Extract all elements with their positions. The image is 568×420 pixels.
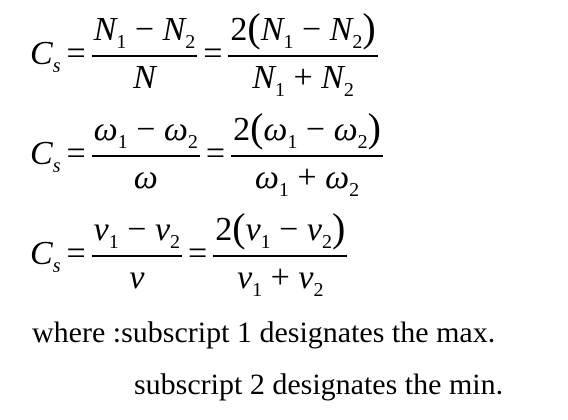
equals-sign: = — [66, 135, 86, 172]
fraction-bar — [231, 154, 383, 157]
denominator: v1 + v2 — [237, 258, 324, 301]
equals-sign: = — [205, 135, 226, 172]
lhs-var: C — [30, 35, 53, 72]
equals-sign: = — [66, 235, 86, 272]
numerator: ω1 − ω2 — [93, 111, 198, 153]
fraction-bar — [91, 155, 200, 157]
fraction-2: 2(v1 − v2) v1 + v2 — [213, 204, 348, 301]
note-min: subscript 2 designates the min. — [134, 368, 504, 401]
numerator: 2(v1 − v2) — [215, 204, 346, 253]
fraction-1: ω1 − ω2 ω — [91, 111, 200, 197]
fraction-1: N1 − N2 N — [91, 11, 198, 97]
lhs-var: C — [30, 135, 53, 172]
denominator: N1 + N2 — [252, 58, 354, 101]
lhs-var: C — [30, 235, 53, 272]
fraction-1: v1 − v2 v — [91, 211, 183, 297]
lhs-sub: s — [52, 155, 61, 177]
fraction-2: 2(ω1 − ω2) ω1 + ω2 — [231, 104, 383, 201]
fraction-2: 2(N1 − N2) N1 + N2 — [228, 4, 378, 101]
note-line-1: where :subscript 1 designates the max. — [32, 316, 495, 350]
numerator: 2(N1 − N2) — [230, 4, 376, 53]
equals-sign: = — [188, 235, 208, 272]
note-max: subscript 1 designates the max. — [121, 316, 496, 349]
denominator: ω1 + ω2 — [254, 158, 360, 201]
denominator: v — [129, 259, 145, 296]
equals-sign: = — [203, 35, 223, 72]
fraction-bar — [91, 255, 183, 257]
denominator: N — [133, 59, 156, 96]
lhs-sub: s — [52, 55, 61, 77]
denominator: ω — [133, 159, 158, 196]
numerator: N1 − N2 — [93, 11, 196, 53]
numerator: 2(ω1 − ω2) — [233, 104, 381, 153]
fraction-bar — [91, 55, 198, 57]
fraction-bar — [213, 254, 348, 257]
lhs-sub: s — [52, 255, 61, 277]
numerator: v1 − v2 — [93, 211, 181, 253]
where-label: where : — [32, 316, 122, 349]
fraction-bar — [228, 54, 378, 57]
equals-sign: = — [66, 35, 86, 72]
note-line-2: subscript 2 designates the min. — [134, 368, 503, 402]
